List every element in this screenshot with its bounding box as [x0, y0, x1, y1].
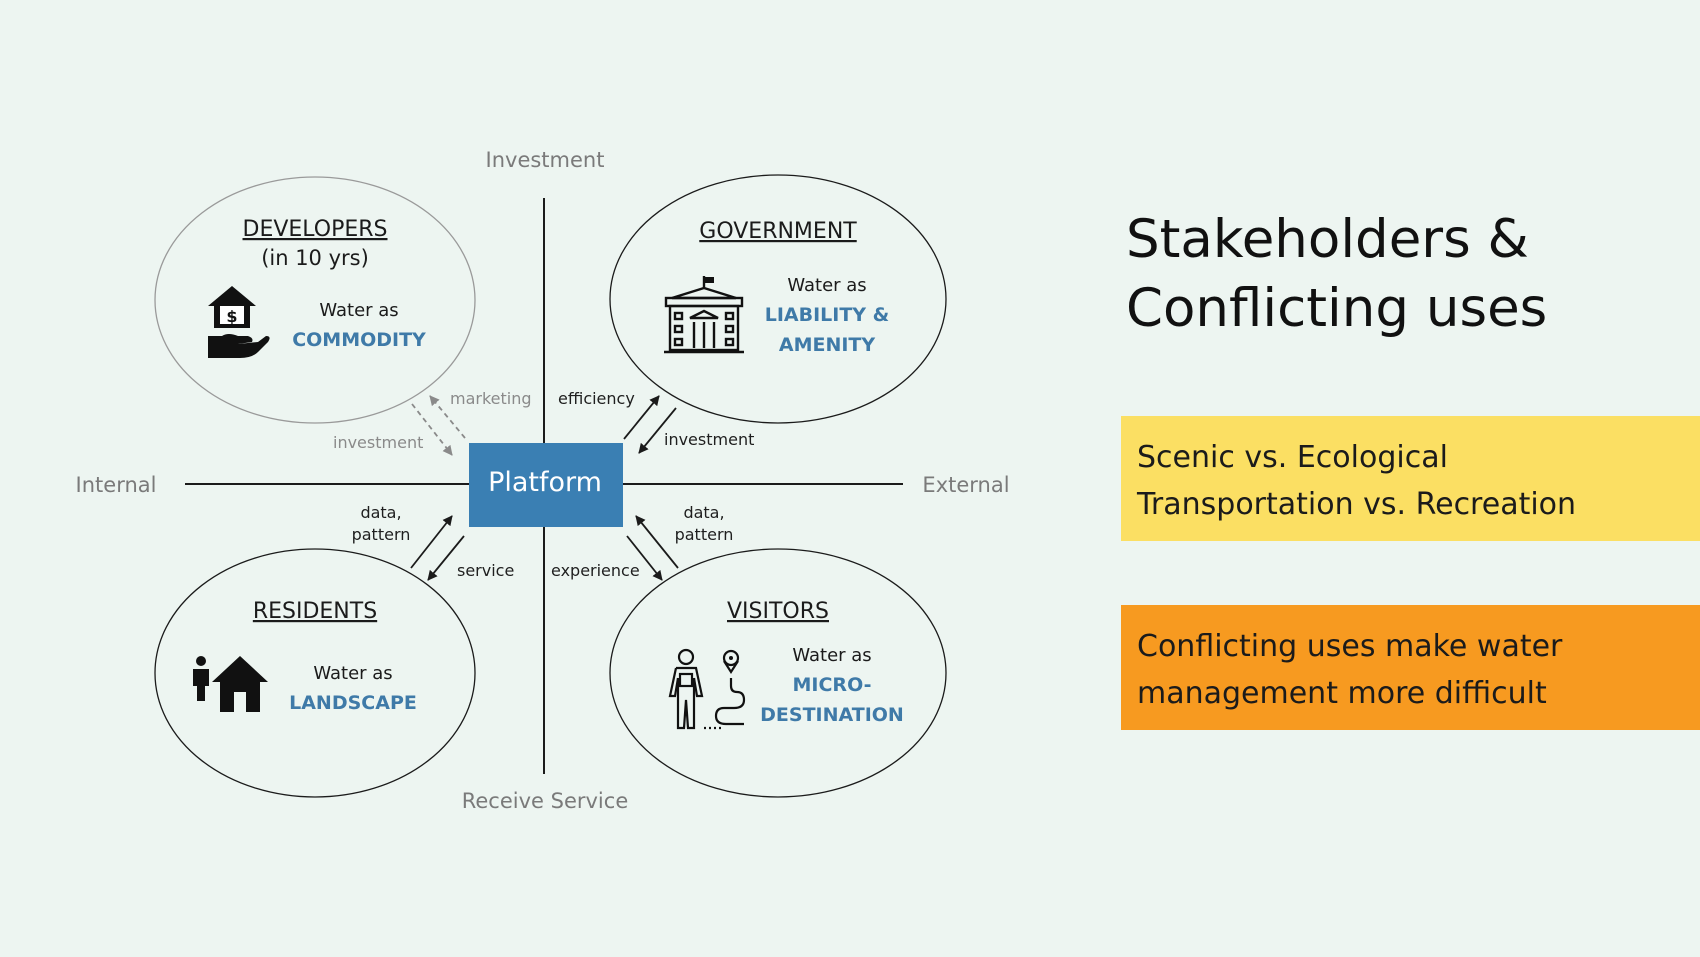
- developers-investment-arrow: [411, 403, 453, 456]
- axis-label-bottom: Receive Service: [462, 789, 629, 813]
- government-investment-label: investment: [664, 430, 754, 449]
- callout-orange-line1: Conflicting uses make water: [1137, 629, 1563, 664]
- axis-label-top: Investment: [486, 148, 605, 172]
- visitors-data-arrow: [635, 515, 679, 569]
- visitors-data-label-line2: pattern: [675, 525, 734, 544]
- residents-data-label-line1: data,: [360, 503, 401, 522]
- visitors-title: VISITORS: [727, 599, 829, 624]
- svg-text:$: $: [226, 307, 237, 326]
- residents-water-as: Water as: [313, 663, 392, 684]
- residents-title: RESIDENTS: [253, 599, 377, 624]
- residents-ellipse: [154, 548, 476, 798]
- heading-line2: Conflicting uses: [1126, 278, 1548, 339]
- developers-investment-label: investment: [333, 433, 423, 452]
- government-role-line2: AMENITY: [779, 334, 876, 356]
- callout-yellow-line1: Scenic vs. Ecological: [1137, 440, 1448, 475]
- marketing-arrow: [429, 395, 466, 439]
- marketing-label: marketing: [450, 389, 532, 408]
- axis-label-right: External: [922, 473, 1009, 497]
- family-house-icon: [193, 656, 268, 712]
- visitors-water-as: Water as: [792, 645, 871, 666]
- residents-data-label-line2: pattern: [352, 525, 411, 544]
- government-title: GOVERNMENT: [699, 219, 857, 244]
- callout-yellow: Scenic vs. Ecological Transportation vs.…: [1121, 416, 1700, 541]
- experience-label: experience: [551, 561, 640, 580]
- platform-label: Platform: [488, 467, 602, 498]
- page-heading: Stakeholders & Conflicting uses: [1126, 205, 1646, 343]
- developers-ellipse: [154, 176, 476, 424]
- platform-box[interactable]: [469, 443, 623, 527]
- developers-water-as: Water as: [319, 300, 398, 321]
- heading-line1: Stakeholders &: [1126, 209, 1529, 270]
- developers-subtitle: (in 10 yrs): [261, 246, 369, 270]
- visitors-ellipse: [609, 548, 947, 798]
- service-label: service: [457, 561, 514, 580]
- government-building-icon: [664, 276, 744, 354]
- government-water-as: Water as: [787, 275, 866, 296]
- developers-title: DEVELOPERS: [243, 217, 388, 242]
- hiker-route-icon: [668, 648, 746, 730]
- house-money-hand-icon: $: [208, 286, 270, 358]
- visitors-role-line2: DESTINATION: [760, 704, 904, 726]
- callout-orange-line2: management more difficult: [1137, 676, 1547, 711]
- government-ellipse: [609, 174, 947, 424]
- callout-yellow-line2: Transportation vs. Recreation: [1137, 487, 1577, 522]
- developers-role: COMMODITY: [292, 329, 426, 351]
- government-role-line1: LIABILITY &: [765, 304, 890, 326]
- residents-data-arrow: [410, 515, 453, 569]
- experience-arrow: [626, 535, 663, 581]
- visitors-data-label-line1: data,: [683, 503, 724, 522]
- axis-label-left: Internal: [76, 473, 157, 497]
- service-arrow: [427, 535, 465, 581]
- efficiency-arrow: [623, 395, 660, 440]
- callout-orange: Conflicting uses make water management m…: [1121, 605, 1700, 730]
- efficiency-label: efficiency: [558, 389, 635, 408]
- visitors-role-line1: MICRO-: [793, 674, 872, 696]
- government-investment-arrow: [638, 407, 677, 454]
- residents-role: LANDSCAPE: [289, 692, 417, 714]
